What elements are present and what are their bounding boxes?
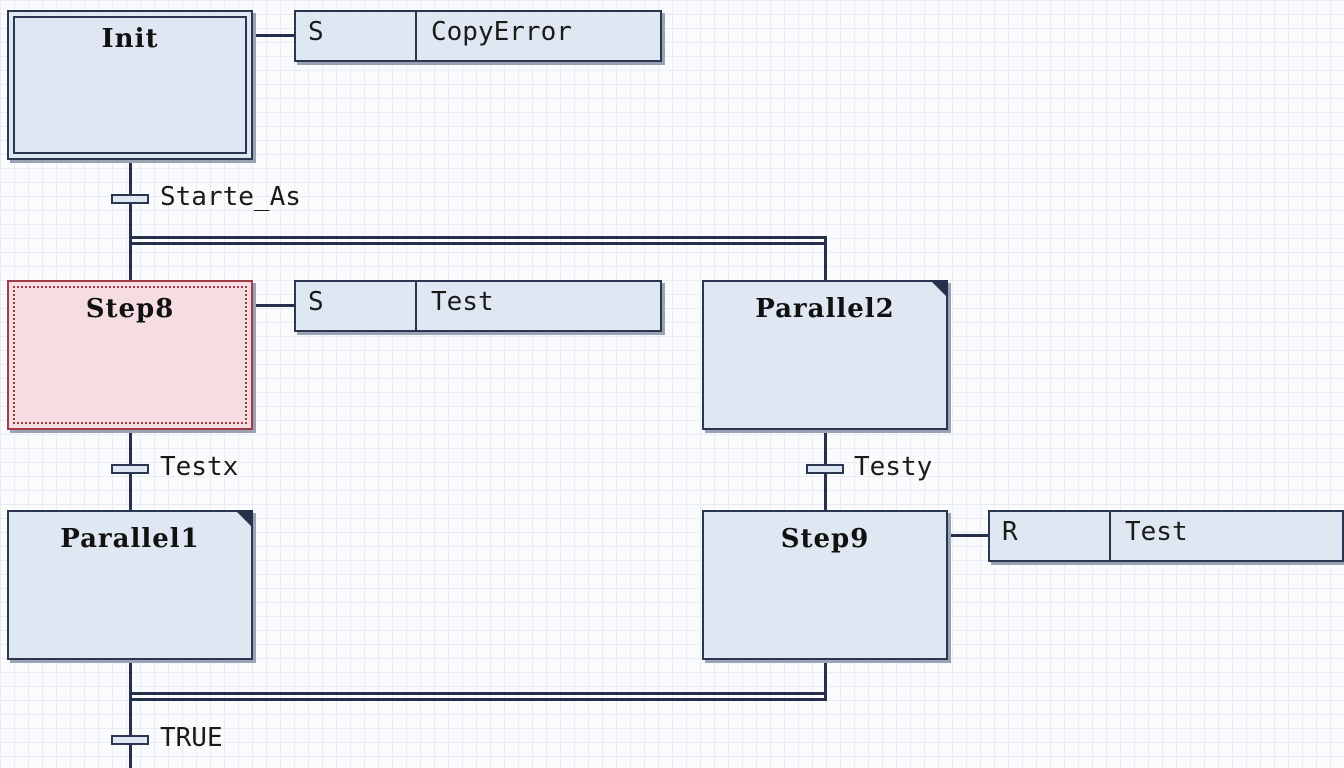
step-parallel2[interactable]: Parallel2 [702,280,948,430]
wire-step9-down [824,660,827,700]
wire-branch-top-2 [129,242,827,245]
action-init-copyerror[interactable]: S CopyError [294,10,662,62]
action-step9-test[interactable]: R Test [988,510,1344,562]
transition-label-testx: Testx [160,452,239,482]
step-step8-label: Step8 [85,294,175,324]
transition-bar-true[interactable] [111,735,149,745]
step-step9-label: Step9 [780,524,870,554]
transition-label-testy: Testy [854,452,933,482]
wire-parallel1-down [129,660,132,768]
transition-label-true: TRUE [160,723,223,753]
action-name: Test [431,287,494,317]
action-name: Test [1125,517,1188,547]
wire-step8-action [252,304,296,307]
wire-step9-action [946,534,990,537]
wire-init-action [252,34,296,37]
action-qualifier: S [296,12,417,60]
action-name: CopyError [431,17,572,47]
transition-bar-testy[interactable] [806,464,844,474]
wire-branch-bottom-1 [129,692,827,695]
wire-to-parallel2 [824,236,827,282]
action-step8-test[interactable]: S Test [294,280,662,332]
macro-corner-icon [930,280,948,298]
action-qualifier: R [990,512,1111,560]
step-step9[interactable]: Step9 [702,510,948,660]
step-parallel2-label: Parallel2 [755,294,895,324]
action-qualifier: S [296,282,417,330]
step-init[interactable]: Init [7,10,253,160]
wire-branch-bottom-2 [129,698,827,701]
step-parallel1-label: Parallel1 [60,524,200,554]
step-init-label: Init [101,24,159,54]
transition-bar-testx[interactable] [111,464,149,474]
transition-bar-starte-as[interactable] [111,194,149,204]
wire-branch-top-1 [129,236,827,239]
step-step8[interactable]: Step8 [7,280,253,430]
step-parallel1[interactable]: Parallel1 [7,510,253,660]
macro-corner-icon [235,510,253,528]
wire-init-down [129,160,132,282]
transition-label-starte-as: Starte_As [160,182,301,212]
